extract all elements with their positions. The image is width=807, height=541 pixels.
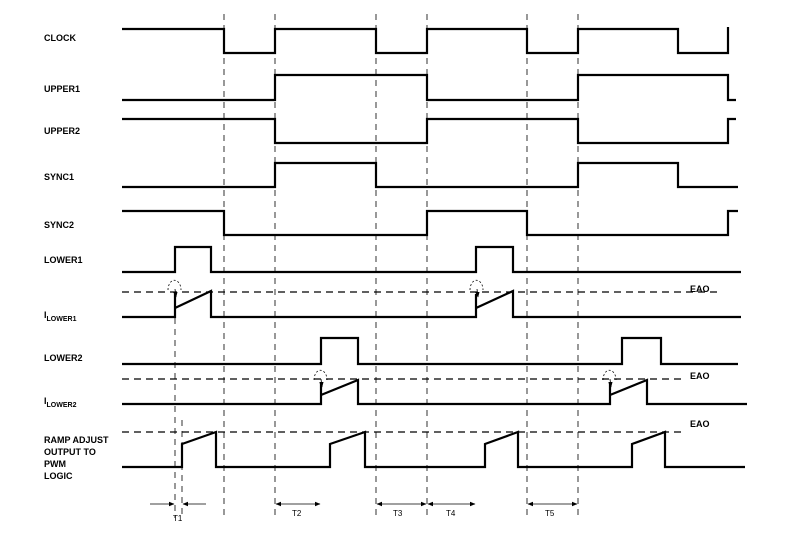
t1-guides — [174, 296, 183, 518]
upper2-waveform — [122, 117, 736, 145]
lower2-waveform — [122, 336, 738, 366]
upper1-waveform — [122, 73, 736, 102]
period-label-t2: T2 — [292, 509, 302, 518]
label-ramp-line3: PWM — [44, 459, 66, 469]
label-upper1: UPPER1 — [44, 84, 80, 94]
period-label-t3: T3 — [393, 509, 403, 518]
label-ramp-line1: RAMP ADJUST — [44, 435, 109, 445]
label-clock: CLOCK — [44, 33, 76, 43]
lower1-waveform — [122, 245, 741, 274]
label-ilower1-main: I — [44, 310, 47, 320]
label-lower2: LOWER2 — [44, 353, 83, 363]
sync2-waveform — [122, 209, 738, 237]
label-ilower1-sub: LOWER1 — [47, 316, 77, 323]
clock-waveform — [122, 27, 730, 55]
clock-edge-gridlines — [223, 14, 579, 518]
period-label-t1: T1 — [173, 514, 183, 523]
ilower2-waveform — [122, 378, 747, 406]
label-ramp-line2: OUTPUT TO — [44, 447, 96, 457]
label-ilower1: ILOWER1 — [44, 310, 77, 323]
label-sync2: SYNC2 — [44, 220, 74, 230]
eao-label-2: EAO — [690, 371, 710, 381]
label-ilower2-main: I — [44, 396, 47, 406]
label-upper2: UPPER2 — [44, 126, 80, 136]
eao-label-1: EAO — [690, 284, 710, 294]
period-label-t5: T5 — [545, 509, 555, 518]
ramp-adjust-waveform — [122, 430, 745, 469]
period-dimensions: T1 T2 T3 T4 T5 — [150, 501, 578, 523]
ilower1-waveform — [122, 289, 741, 319]
sync1-waveform — [122, 161, 738, 189]
eao-label-3: EAO — [690, 419, 710, 429]
peak-detect-markers — [167, 279, 617, 388]
label-ilower2-sub: LOWER2 — [47, 402, 77, 409]
label-sync1: SYNC1 — [44, 172, 74, 182]
period-label-t4: T4 — [446, 509, 456, 518]
label-ilower2: ILOWER2 — [44, 396, 77, 409]
signal-labels: CLOCK UPPER1 UPPER2 SYNC1 SYNC2 LOWER1 I… — [44, 33, 109, 481]
label-ramp-line4: LOGIC — [44, 471, 73, 481]
label-lower1: LOWER1 — [44, 255, 83, 265]
